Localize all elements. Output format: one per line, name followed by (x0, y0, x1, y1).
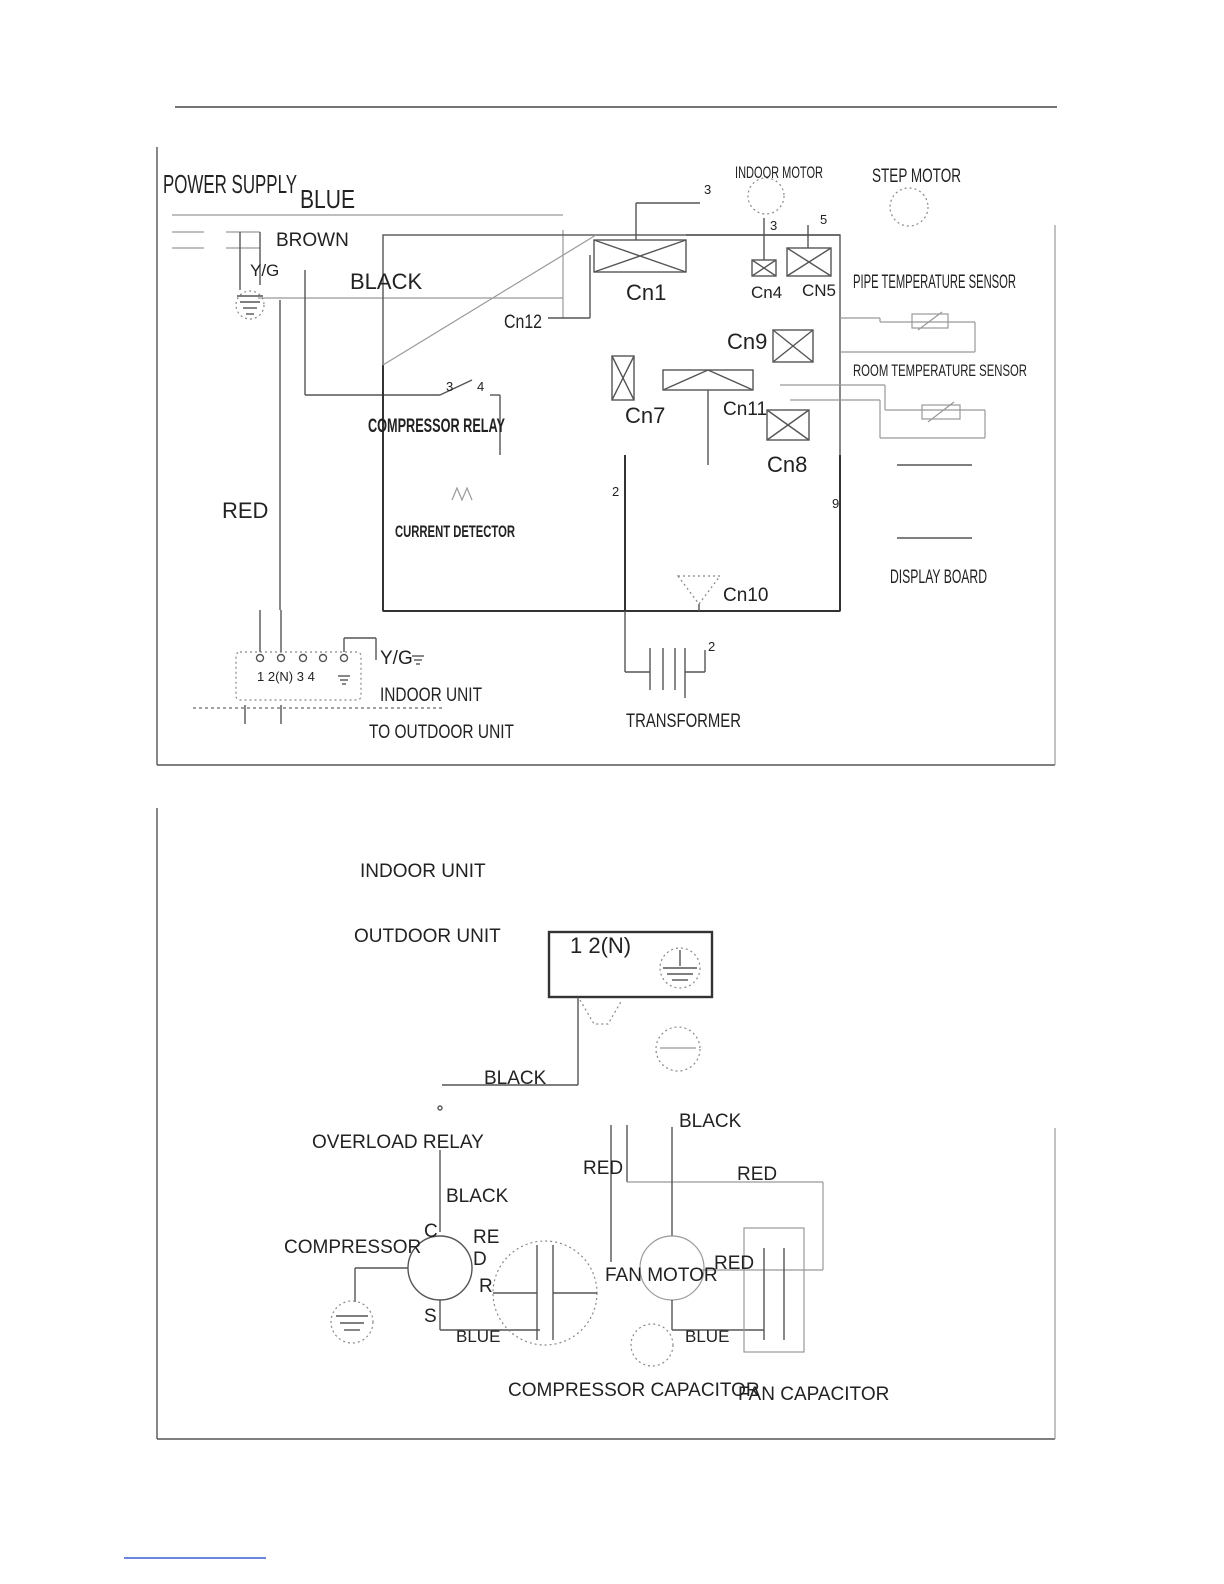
pin-label: 3 (446, 379, 453, 394)
black-label: BLACK (350, 269, 422, 294)
transformer-icon (624, 604, 706, 698)
fan-capacitor-icon (743, 1227, 805, 1353)
black-label: BLACK (446, 1186, 509, 1207)
pin-label: 3 (770, 218, 777, 233)
cn1-connector (593, 239, 687, 273)
black-label: BLACK (484, 1068, 547, 1089)
cn5-connector (786, 247, 832, 277)
outdoor-wiring-diagram: INDOOR UNIT OUTDOOR UNIT 1 2(N) BLACK OV… (156, 808, 1056, 1440)
cn12-label: Cn12 (504, 312, 542, 333)
outdoor-unit-label: OUTDOOR UNIT (354, 926, 501, 947)
yg-label: Y/G (250, 261, 279, 280)
cn9-connector (772, 329, 814, 363)
fan-motor-label: FAN MOTOR (605, 1265, 718, 1286)
blue-label: BLUE (300, 184, 355, 214)
red-label: RED (583, 1158, 623, 1179)
black-label: BLACK (679, 1111, 742, 1132)
terminal-numbers-label: 1 2(N) 3 4 (257, 669, 315, 684)
blue-label: BLUE (685, 1327, 729, 1346)
indoor-wiring-diagram: POWER SUPPLY BLUE BROWN Y/G BLACK RED Cn… (156, 147, 1056, 766)
ground-icon (235, 290, 265, 320)
terminal-label: 1 2(N) (570, 933, 631, 958)
indoor-unit-label: INDOOR UNIT (380, 685, 482, 706)
red-label: RED (714, 1253, 754, 1274)
red-label: RE (473, 1227, 499, 1248)
current-detector-label: CURRENT DETECTOR (395, 522, 515, 541)
ground-icon (659, 947, 701, 989)
indoor-unit-label: INDOOR UNIT (360, 861, 486, 882)
pipe-sensor-icon (911, 313, 949, 329)
fan-capacitor-label: FAN CAPACITOR (738, 1384, 889, 1405)
c-terminal-label: C (424, 1221, 438, 1242)
pin-label: 2 (612, 484, 619, 499)
red-label: RED (737, 1164, 777, 1185)
blue-label: BLUE (456, 1327, 500, 1346)
red-label-continued: D (473, 1249, 487, 1270)
compressor-capacitor-label: COMPRESSOR CAPACITOR (508, 1380, 760, 1401)
compressor-relay-label: COMPRESSOR RELAY (368, 416, 505, 437)
r-terminal-label: R (479, 1276, 493, 1297)
pin-label: 3 (704, 182, 711, 197)
cn5-label: CN5 (802, 281, 836, 300)
ground-ring-icon (655, 1026, 701, 1072)
cn8-label: Cn8 (767, 452, 807, 477)
cn10-connector (676, 575, 722, 605)
terminal-ground-icon (338, 655, 424, 685)
room-temperature-sensor-label: ROOM TEMPERATURE SENSOR (853, 361, 1027, 380)
pipe-temperature-sensor-label: PIPE TEMPERATURE SENSOR (853, 272, 1016, 293)
indoor-motor-icon (747, 177, 785, 215)
pin-label: 9 (832, 496, 839, 511)
current-detector-icon (451, 486, 473, 502)
pin-label: 2 (708, 639, 715, 654)
terminal-block (235, 610, 377, 724)
relay-contact (439, 379, 473, 396)
cn8-connector (766, 409, 810, 441)
fan-ground-icon (630, 1323, 674, 1367)
cn4-connector (751, 259, 777, 277)
cn4-label: Cn4 (751, 283, 782, 302)
to-outdoor-unit-label: TO OUTDOOR UNIT (369, 722, 514, 743)
outdoor-terminal-box (547, 930, 714, 999)
transformer-label: TRANSFORMER (626, 711, 741, 732)
overload-relay-label: OVERLOAD RELAY (312, 1132, 484, 1153)
cn9-label: Cn9 (727, 329, 767, 354)
terminal-yg-label: Y/G (380, 648, 413, 669)
cn1-label: Cn1 (626, 280, 666, 305)
cn10-label: Cn10 (723, 585, 768, 606)
power-supply-label: POWER SUPPLY (163, 169, 297, 199)
pin-label: 5 (820, 212, 827, 227)
ground-icon (330, 1300, 374, 1344)
cn11-label: Cn11 (723, 399, 767, 420)
compressor-capacitor-icon (492, 1240, 598, 1346)
pin-label: 4 (477, 379, 484, 394)
cn11-connector (662, 369, 754, 391)
s-terminal-label: S (424, 1306, 437, 1327)
cn7-label: Cn7 (625, 403, 665, 428)
compressor-label: COMPRESSOR (284, 1237, 421, 1258)
red-label: RED (222, 498, 268, 523)
room-sensor-icon (921, 404, 961, 420)
step-motor-icon (889, 187, 929, 227)
display-board-label: DISPLAY BOARD (890, 567, 987, 588)
indoor-motor-label: INDOOR MOTOR (735, 163, 823, 182)
brown-label: BROWN (276, 230, 349, 251)
cn7-connector (611, 355, 635, 401)
step-motor-label: STEP MOTOR (872, 166, 961, 187)
